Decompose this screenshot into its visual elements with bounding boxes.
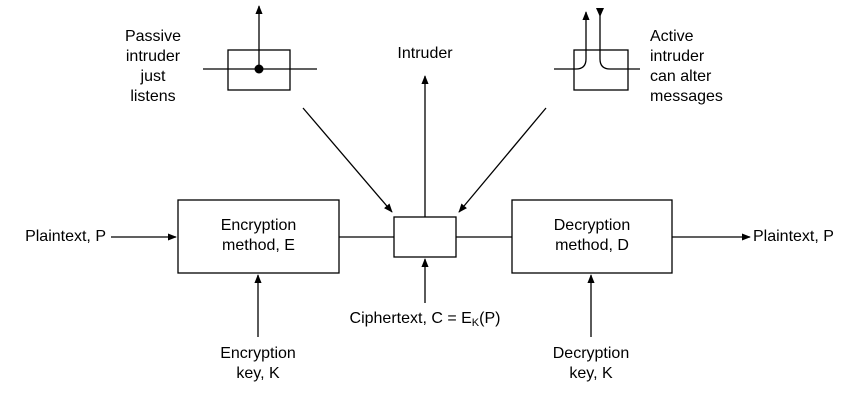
encryption-method-label: Encryption method, E: [178, 216, 339, 256]
encryption-method-line: method, E: [222, 237, 295, 254]
active-intruder-line: intruder: [650, 48, 705, 65]
encryption-method-line: Encryption: [220, 217, 297, 234]
decryption-method-label: Decryption method, D: [512, 216, 672, 256]
active-to-channel-arrow: [458, 107, 547, 213]
ciphertext-key-subscript: K: [471, 317, 480, 329]
ciphertext-label: Ciphertext, C = EK(P): [320, 309, 530, 329]
decryption-key-line: Decryption: [552, 345, 630, 362]
passive-intruder-illustration: [203, 5, 317, 91]
intruder-label: Intruder: [397, 45, 453, 62]
ciphertext-channel-box: [393, 216, 457, 258]
passive-intruder-label: Passive intruder just listens: [108, 27, 198, 107]
plaintext-input-label: Plaintext, P: [25, 228, 106, 245]
passive-intruder-line: listens: [130, 88, 176, 105]
ciphertext-prefix: Ciphertext, C = E: [349, 310, 472, 327]
ciphertext-suffix: (P): [479, 310, 501, 327]
encryption-key-line: Encryption: [220, 345, 296, 362]
decryption-method-line: method, D: [555, 237, 629, 254]
decryption-key-label: Decryption key, K: [531, 344, 651, 384]
encryption-key-line: key, K: [236, 365, 280, 382]
active-intruder-illustration: [554, 8, 640, 91]
decryption-method-line: Decryption: [553, 217, 631, 234]
active-intruder-line: Active: [650, 28, 694, 45]
active-intruder-line: can alter: [650, 68, 712, 85]
encryption-key-label: Encryption key, K: [198, 344, 318, 384]
passive-intruder-line: Passive: [124, 28, 182, 45]
passive-intruder-line: intruder: [125, 48, 181, 65]
decryption-key-line: key, K: [569, 365, 613, 382]
active-intruder-line: messages: [650, 88, 723, 105]
active-intruder-label: Active intruder can alter messages: [650, 27, 750, 107]
plaintext-output-label: Plaintext, P: [753, 228, 834, 245]
passive-to-channel-arrow: [302, 107, 393, 213]
passive-intruder-line: just: [140, 68, 166, 85]
